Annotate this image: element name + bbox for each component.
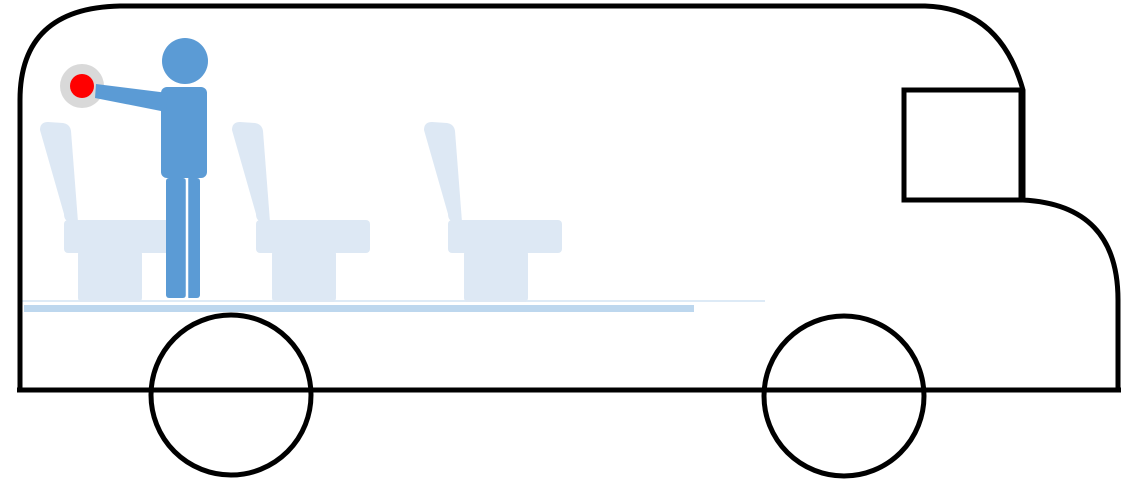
bus-window	[901, 87, 1024, 203]
bus-body-outline	[17, 3, 1121, 390]
passenger-torso	[161, 87, 207, 178]
seat-2	[232, 122, 370, 302]
passenger-arm	[95, 84, 168, 112]
stop-button-icon	[60, 64, 104, 108]
rear-wheel	[148, 312, 314, 478]
standing-passenger-icon	[95, 38, 208, 298]
passenger-head	[162, 38, 208, 84]
front-wheel	[761, 313, 927, 479]
seat-1	[40, 122, 176, 302]
passenger-leg-left	[166, 178, 186, 298]
floor-strip	[24, 305, 694, 312]
seat-3	[424, 122, 562, 302]
passenger-leg-right	[186, 178, 200, 298]
